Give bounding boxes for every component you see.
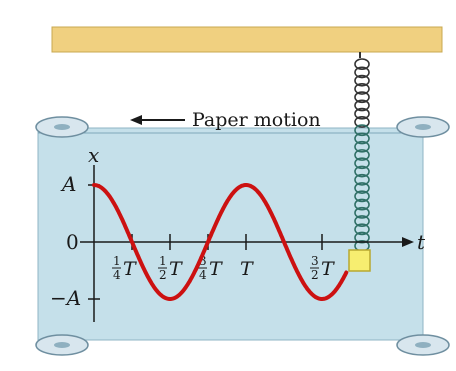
spring-coil xyxy=(354,66,370,79)
spring-coil xyxy=(354,165,370,178)
t-tick-denominator: 4 xyxy=(199,268,207,282)
roller-top-left xyxy=(35,116,89,138)
spring-coil xyxy=(354,82,370,95)
roller-bottom-left xyxy=(35,334,89,356)
t-axis-label: t xyxy=(417,230,426,254)
paper-motion-arrow-icon xyxy=(130,115,185,125)
t-axis-arrow-icon xyxy=(402,237,414,247)
y-label-zero: 0 xyxy=(66,230,79,254)
roller-top-right xyxy=(396,116,450,138)
spring-coil xyxy=(354,140,370,153)
spring-coil xyxy=(354,182,370,194)
spring xyxy=(354,52,370,252)
t-tick-numerator: 3 xyxy=(311,254,319,268)
spring-coil xyxy=(354,58,370,71)
roller-bottom-right xyxy=(396,334,450,356)
spring-coil xyxy=(354,157,370,170)
spring-coil xyxy=(354,91,370,104)
mass-block xyxy=(348,249,371,272)
spring-coil xyxy=(354,99,370,112)
t-tick-numerator: 1 xyxy=(113,254,121,268)
spring-coil xyxy=(354,124,370,137)
t-tick-symbol: T xyxy=(240,258,254,280)
spring-coil xyxy=(354,173,370,186)
y-label-A: A xyxy=(60,172,76,196)
t-tick-numerator: 3 xyxy=(199,254,207,268)
t-tick-denominator: 2 xyxy=(311,268,319,282)
t-tick-denominator: 4 xyxy=(113,268,121,282)
spring-coil xyxy=(354,149,370,161)
spring-coil xyxy=(354,198,370,211)
spring-coil xyxy=(354,116,370,128)
t-tick-denominator: 2 xyxy=(159,268,167,282)
spring-coil xyxy=(354,206,370,219)
displacement-curve xyxy=(92,183,349,301)
spring-coil xyxy=(354,215,370,228)
t-tick-symbol: T xyxy=(209,258,223,280)
spring-coil xyxy=(354,190,370,203)
paper-motion-label: Paper motion xyxy=(192,109,321,131)
spring-coil xyxy=(354,107,370,120)
spring-coil xyxy=(354,223,370,236)
ceiling-bar xyxy=(51,26,443,53)
x-axis-label: x xyxy=(88,143,99,167)
t-tick-numerator: 1 xyxy=(159,254,167,268)
t-tick-symbol: T xyxy=(123,258,137,280)
spring-coil xyxy=(354,132,370,145)
y-label-negA: −A xyxy=(50,286,81,310)
spring-coil xyxy=(354,74,370,87)
t-tick-symbol: T xyxy=(169,258,183,280)
t-tick-symbol: T xyxy=(321,258,335,280)
